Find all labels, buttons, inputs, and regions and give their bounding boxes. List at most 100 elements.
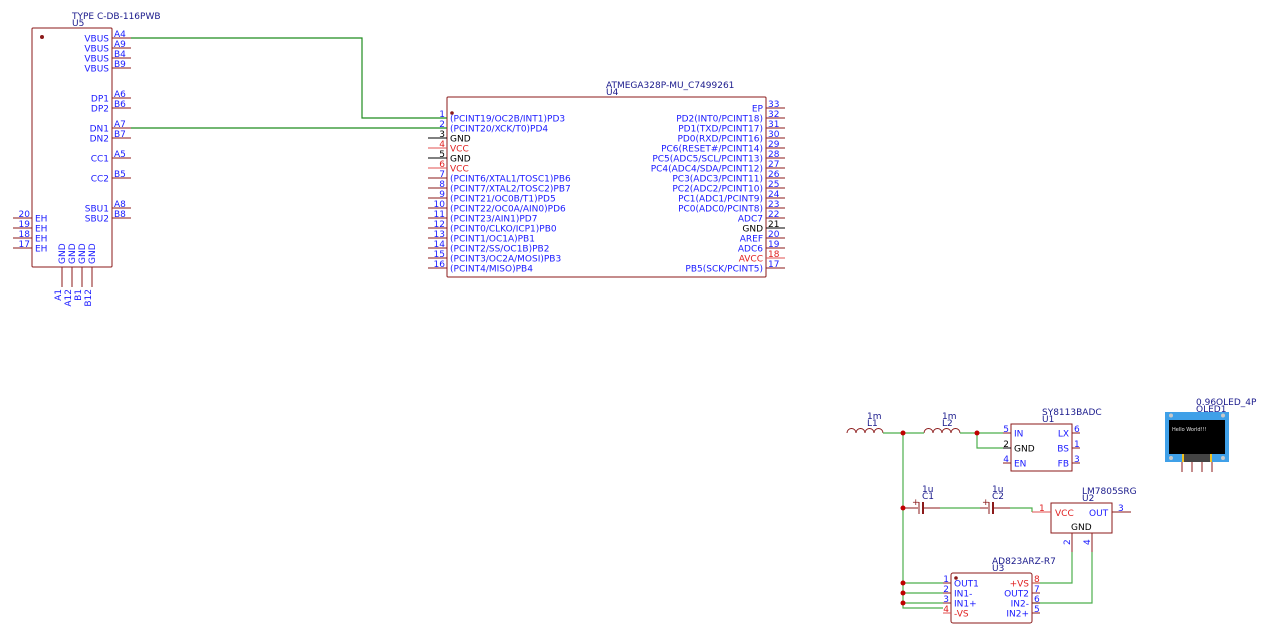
pin-number: 15: [434, 250, 445, 260]
pin-name: (PCINT6/XTAL1/TOSC1)PB6: [450, 175, 571, 185]
oled-display-oled1[interactable]: 0.96OLED_4P OLED1 Hello World!!!: [1165, 398, 1257, 472]
oled-value: 0.96OLED_4P: [1196, 398, 1257, 408]
wire-u2-gnd-u3-vs[interactable]: [1032, 552, 1073, 584]
u4-pin-9[interactable]: 9(PCINT21/OC0B/T1)PD5: [428, 190, 556, 205]
wire-main-vertical[interactable]: [902, 433, 943, 609]
u3-pin-8[interactable]: 8+VS: [1010, 575, 1040, 590]
u4-pin-13[interactable]: 13(PCINT1/OC1A)PB1: [428, 230, 535, 245]
pin-name: EH: [35, 245, 47, 255]
capacitor-c1[interactable]: 1u C1 +: [903, 485, 940, 514]
usb-c-connector-u5[interactable]: TYPE C-DB-116PWB U5 A4VBUSA9VBUSB4VBUSB9…: [13, 12, 161, 307]
pin-name: CC2: [91, 175, 109, 185]
u1-pin-1[interactable]: 1BS: [1057, 440, 1080, 455]
wire-u1-gnd[interactable]: [976, 433, 1003, 449]
u4-pin-8[interactable]: 8(PCINT7/XTAL2/TOSC2)PB7: [428, 180, 571, 195]
wire-vbus-to-pd3[interactable]: [131, 37, 447, 119]
mcu-u4[interactable]: ATMEGA328P-MU_C7499261 U4 1(PCINT19/OC2B…: [428, 81, 785, 278]
pin-name: SBU2: [85, 215, 109, 225]
u1-pin-3[interactable]: 3FB: [1058, 455, 1080, 470]
u4-pin-7[interactable]: 7(PCINT6/XTAL1/TOSC1)PB6: [428, 170, 571, 185]
wire-c2-u2-vcc[interactable]: [1010, 507, 1033, 512]
wire-u2-gnd-u3-in2[interactable]: [1032, 552, 1093, 604]
u4-pin-16[interactable]: 16(PCINT4/MISO)PB4: [428, 260, 533, 275]
u3-pin-4[interactable]: 4-VS: [943, 605, 969, 620]
u3-value: AD823ARZ-R7: [992, 557, 1056, 567]
u4-pin-12[interactable]: 12(PCINT0/CLKO/ICP1)PB0: [428, 220, 557, 235]
inductor-l1[interactable]: 1m L1: [846, 412, 884, 434]
pin-number: 9: [439, 190, 445, 200]
pin-name: IN: [1014, 430, 1023, 440]
capacitor-c2[interactable]: 1u C2 +: [980, 485, 1010, 514]
u2-value: LM7805SRG: [1082, 487, 1137, 497]
pin-number: 18: [768, 250, 780, 260]
u4-pin-10[interactable]: 10(PCINT22/OC0A/AIN0)PD6: [428, 200, 566, 215]
u4-pin-15[interactable]: 15(PCINT3/OC2A/MOSI)PB3: [428, 250, 561, 265]
l1-value: 1m: [867, 412, 882, 422]
l2-coil-icon: [923, 428, 961, 434]
pin-name: LX: [1058, 430, 1069, 440]
pin-name: IN2-: [1011, 600, 1029, 610]
inductor-l2[interactable]: 1m L2: [923, 412, 961, 434]
u2-gnd-num-4: 4: [1083, 539, 1093, 545]
junction: [900, 600, 906, 606]
u1-pin-6[interactable]: 6LX: [1058, 425, 1080, 440]
regulator-u2[interactable]: LM7805SRG U2 1 VCC 3 OUT GND 2 4: [1032, 487, 1137, 552]
u4-pin-14[interactable]: 14(PCINT2/SS/OC1B)PB2: [428, 240, 549, 255]
c1-value: 1u: [922, 485, 933, 495]
u4-pin-11[interactable]: 11(PCINT23/AIN1)PD7: [428, 210, 537, 225]
